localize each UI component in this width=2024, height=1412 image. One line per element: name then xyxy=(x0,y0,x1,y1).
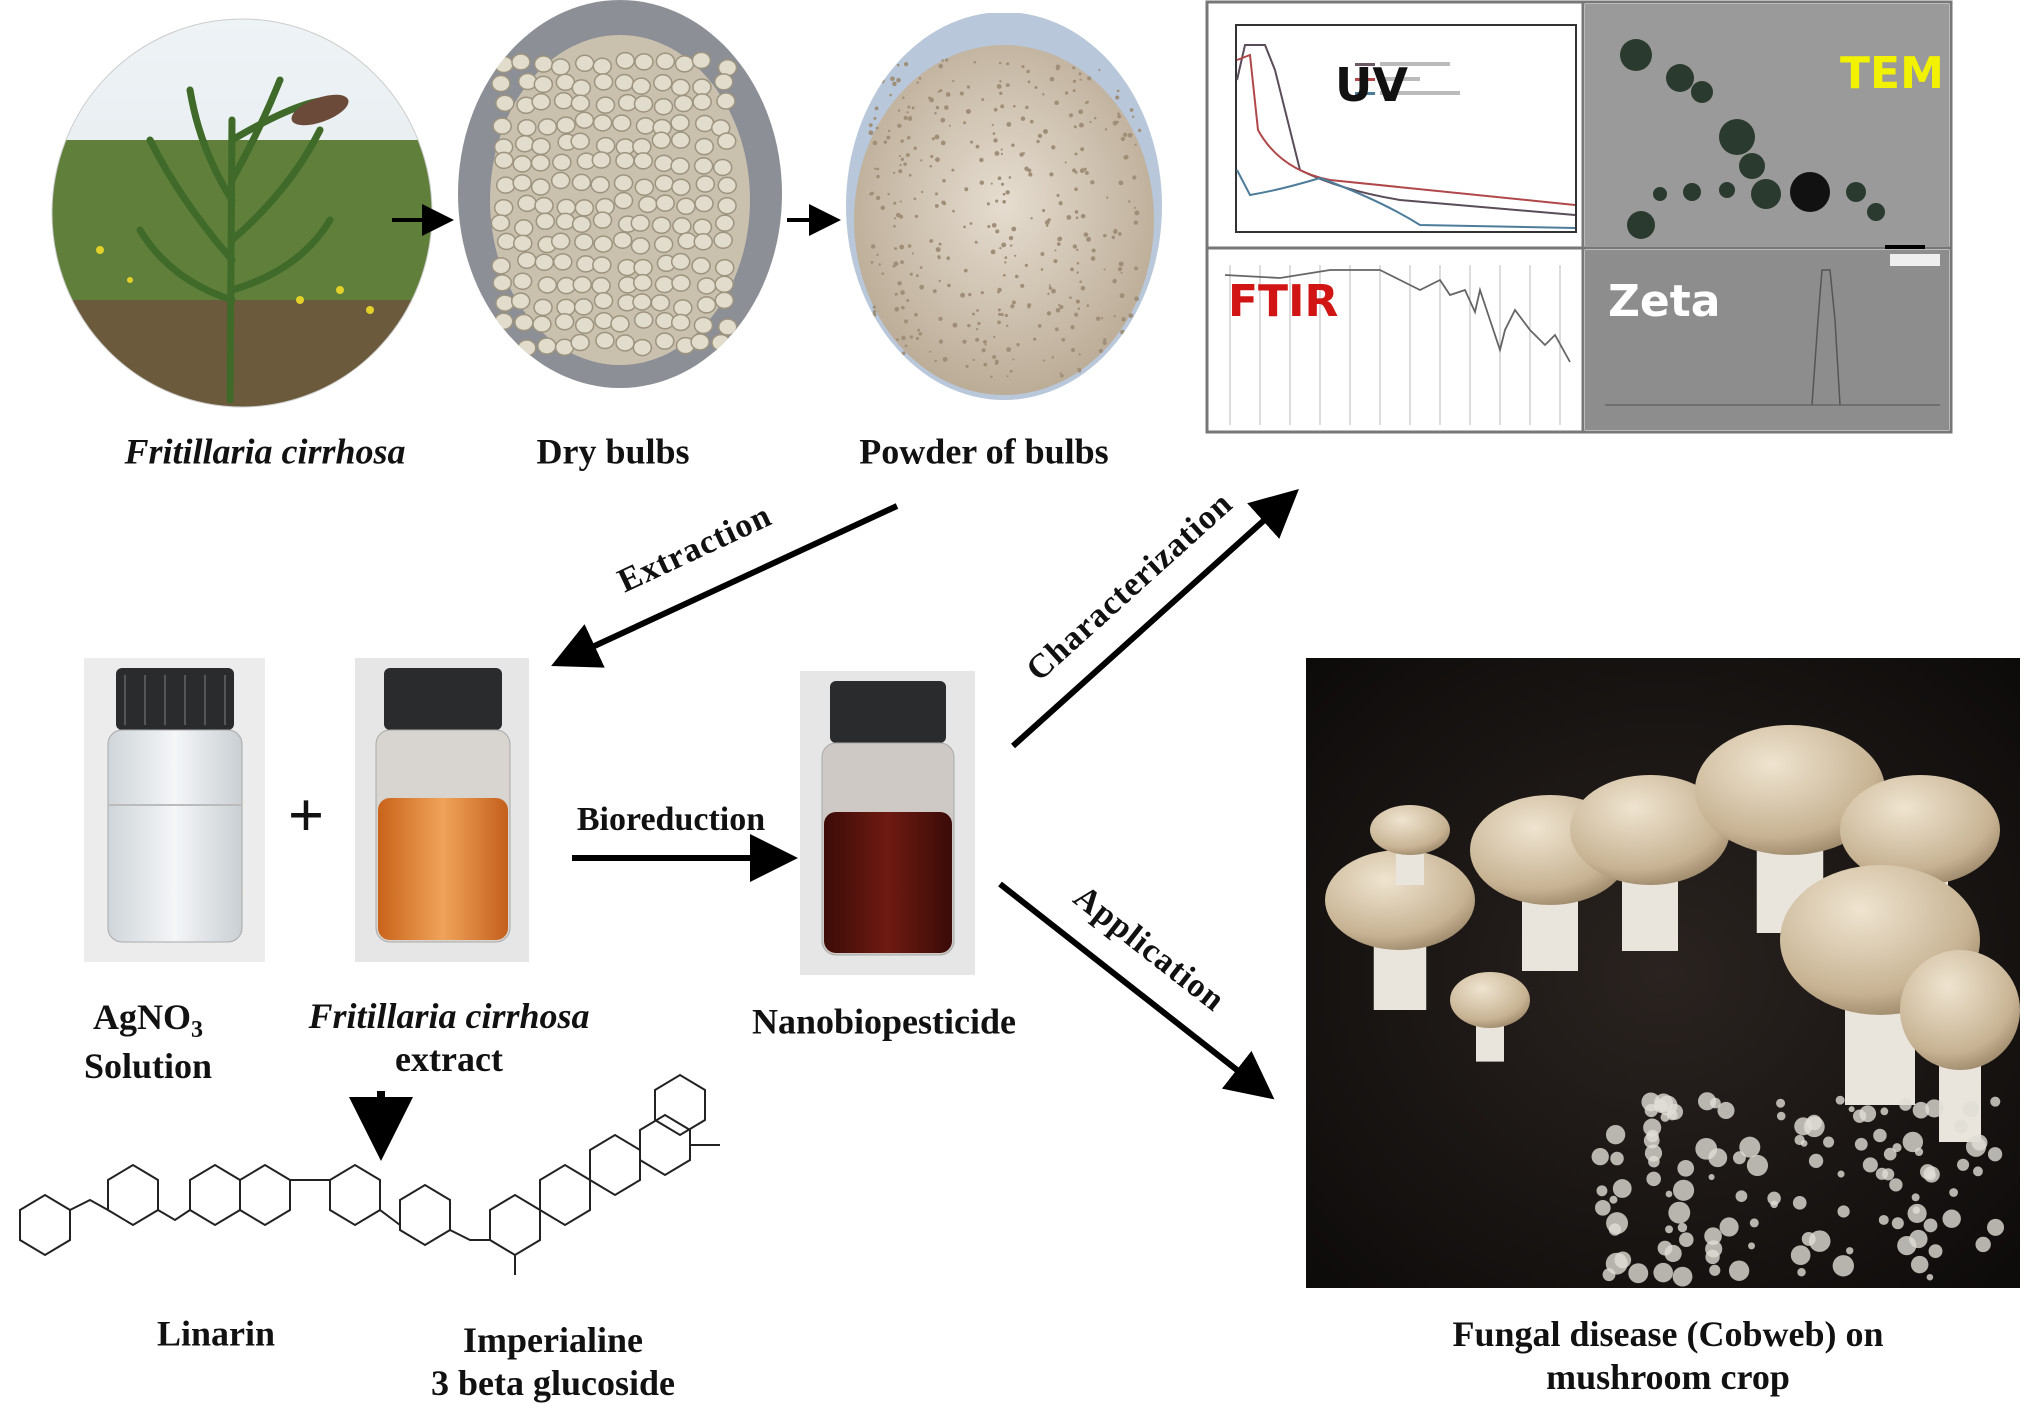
imperialine-glucoside-structure xyxy=(399,1073,720,1275)
uv-label: UV xyxy=(1335,58,1408,112)
tem-label: TEM xyxy=(1840,48,1944,99)
characterization-panel xyxy=(1205,0,1953,434)
agno3-label: AgNO3 Solution xyxy=(83,996,213,1086)
powder-label: Powder of bulbs xyxy=(859,431,1109,472)
extract-label: Fritillaria cirrhosa extract xyxy=(308,995,590,1079)
mushroom-cobweb-photo xyxy=(1306,658,2020,1288)
arrow-application xyxy=(998,881,1275,1100)
plus-sign: + xyxy=(287,779,325,851)
dry-bulbs-photo xyxy=(458,0,782,388)
zeta-chart xyxy=(1585,250,1949,430)
bioreduction-label: Bioreduction xyxy=(576,801,766,838)
ftir-spectrum-chart xyxy=(1224,265,1571,425)
fritillaria-plant-photo xyxy=(52,19,432,407)
linarin-label: Linarin xyxy=(156,1313,276,1354)
tem-image xyxy=(1585,4,1949,249)
imperialine-label: Imperialine 3 beta glucoside xyxy=(430,1319,676,1403)
linarin-structure xyxy=(19,1163,401,1257)
zeta-label: Zeta xyxy=(1608,276,1721,327)
dry-bulbs-label: Dry bulbs xyxy=(536,431,690,472)
plant-label: Fritillaria cirrhosa xyxy=(124,431,406,472)
ftir-label: FTIR xyxy=(1228,276,1339,327)
mushroom-caption: Fungal disease (Cobweb) on mushroom crop xyxy=(1452,1313,1884,1397)
arrow-characterization xyxy=(1010,488,1299,749)
plant-extract-vial xyxy=(355,658,529,962)
nanobiopesticide-label: Nanobiopesticide xyxy=(751,1001,1017,1042)
uv-spectrum-chart xyxy=(1235,24,1577,233)
agno3-vial xyxy=(84,658,265,962)
nanobiopesticide-vial xyxy=(800,671,975,975)
arrow-extraction xyxy=(551,503,899,668)
powder-photo xyxy=(846,13,1162,400)
